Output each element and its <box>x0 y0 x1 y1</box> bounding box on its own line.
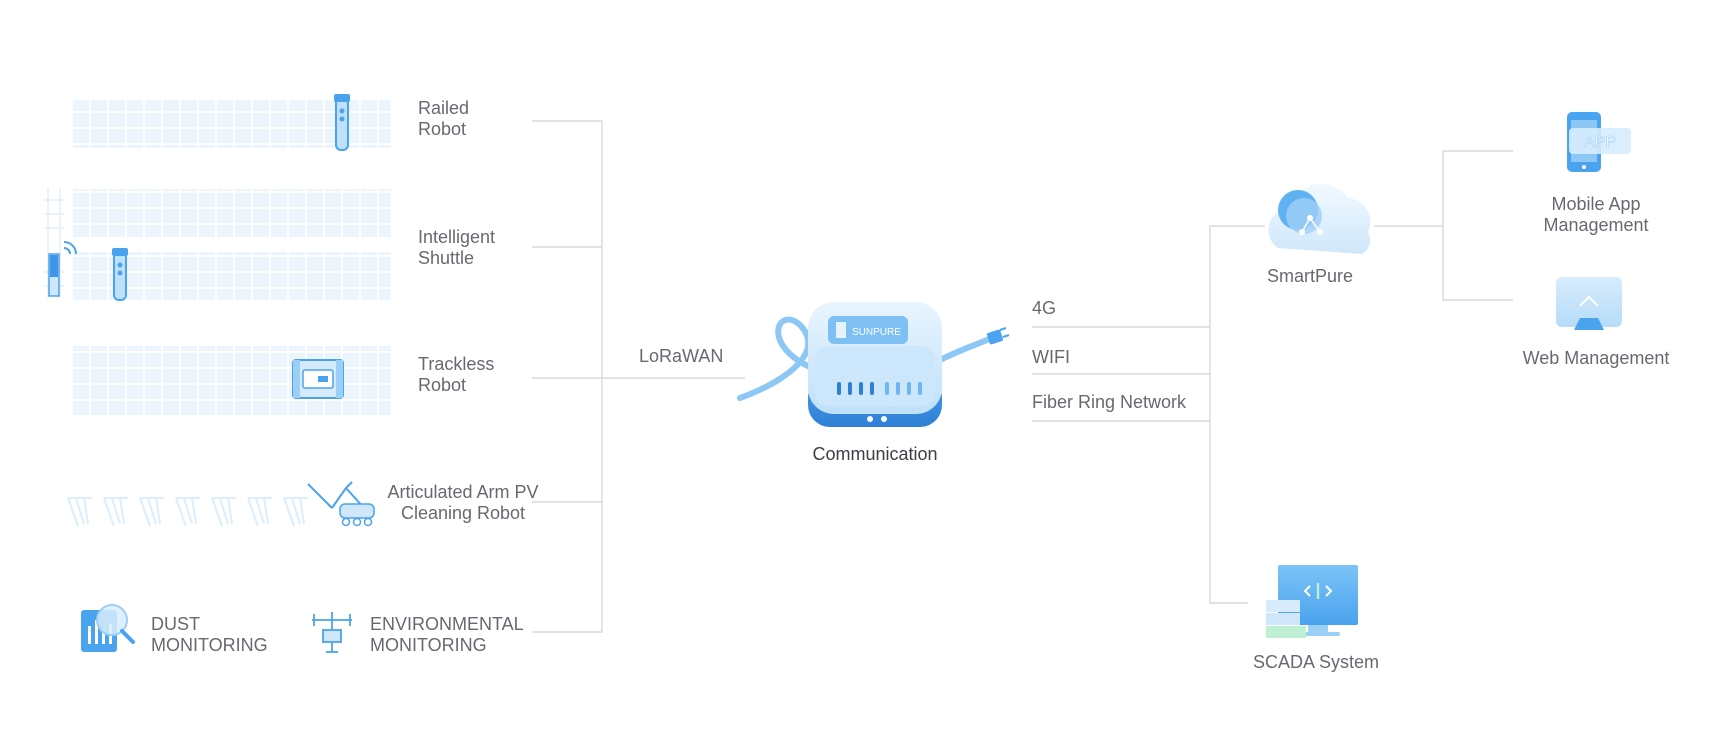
dust-monitoring-label: DUST MONITORING <box>151 614 268 656</box>
environmental-monitoring-label-line2: MONITORING <box>370 635 487 655</box>
mobile-app-label-line2: Management <box>1543 215 1649 235</box>
hub-brand-text: SUNPURE <box>852 327 901 338</box>
mobile-app-icon: APP <box>1567 112 1631 172</box>
railed-robot-label: Railed Robot <box>418 98 469 140</box>
connector-lines <box>532 120 1513 633</box>
trackless-robot-label-line2: Robot <box>418 375 467 395</box>
right-bus-line <box>1209 225 1265 604</box>
app-badge-text: APP <box>1584 134 1616 151</box>
environmental-monitoring-label: ENVIRONMENTAL MONITORING <box>370 614 524 656</box>
articulated-arm-label-line1: Articulated Arm PV <box>387 482 539 502</box>
articulated-arm-illustration <box>67 481 375 527</box>
dust-monitoring-label-line2: MONITORING <box>151 635 268 655</box>
trackless-robot-illustration <box>73 346 391 416</box>
trackless-robot-label-line1: Trackless <box>418 354 495 374</box>
link-4g-label: 4G <box>1032 298 1057 318</box>
communication-hub-illustration: SUNPURE <box>737 302 1010 427</box>
smartpure-label: SmartPure <box>1266 266 1354 286</box>
mobile-app-label: Mobile App Management <box>1506 194 1686 236</box>
scada-system-label: SCADA System <box>1252 652 1380 672</box>
railed-robot-label-line2: Robot <box>418 119 467 139</box>
railed-robot-illustration <box>73 94 391 151</box>
web-management-icon <box>1556 277 1622 330</box>
communication-label: Communication <box>812 444 938 464</box>
link-wifi-label: WIFI <box>1032 347 1070 367</box>
intelligent-shuttle-label: Intelligent Shuttle <box>418 227 495 269</box>
mobile-app-label-line1: Mobile App <box>1551 194 1641 214</box>
dust-monitoring-icon <box>81 604 135 652</box>
lorawan-label: LoRaWAN <box>639 346 724 366</box>
scada-system-icon <box>1266 565 1358 638</box>
trackless-robot-label: Trackless Robot <box>418 354 494 396</box>
link-fiber-label: Fiber Ring Network <box>1032 392 1187 412</box>
environmental-monitoring-label-line1: ENVIRONMENTAL <box>370 614 524 634</box>
hub-indicator-lights <box>837 382 922 395</box>
intelligent-shuttle-label-line2: Shuttle <box>418 248 475 268</box>
smartpure-cloud-icon <box>1268 183 1371 254</box>
power-cable <box>937 335 995 363</box>
articulated-arm-label: Articulated Arm PV Cleaning Robot <box>376 482 550 524</box>
outputs-bus-line <box>1442 150 1513 301</box>
environmental-monitoring-icon <box>312 612 352 653</box>
left-bus-line <box>532 120 603 633</box>
intelligent-shuttle-label-line1: Intelligent <box>418 227 496 247</box>
web-management-label: Web Management <box>1522 348 1670 368</box>
antenna-cable <box>737 316 815 401</box>
railed-robot-label-line1: Railed <box>418 98 470 118</box>
intelligent-shuttle-illustration <box>44 188 391 301</box>
dust-monitoring-label-line1: DUST <box>151 614 200 634</box>
articulated-arm-label-line2: Cleaning Robot <box>400 503 526 523</box>
